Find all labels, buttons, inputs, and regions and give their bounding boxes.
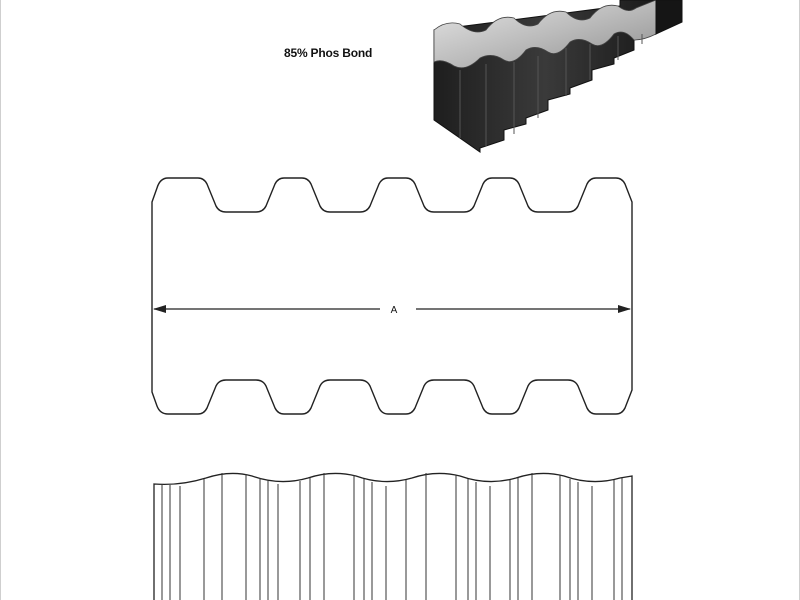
3d-refractory-block-icon: [433, 0, 683, 153]
side-view-outline: [153, 472, 633, 600]
dimension-line-a: [153, 305, 631, 313]
sheet-border-left: [0, 0, 1, 600]
block-side-view: [153, 472, 633, 600]
block-plan-view: A: [151, 177, 633, 415]
dimension-label-a: A: [391, 305, 398, 316]
side-view-groove-lines: [161, 473, 623, 600]
plan-view-outline: [151, 177, 633, 415]
material-caption: 85% Phos Bond: [284, 46, 373, 60]
